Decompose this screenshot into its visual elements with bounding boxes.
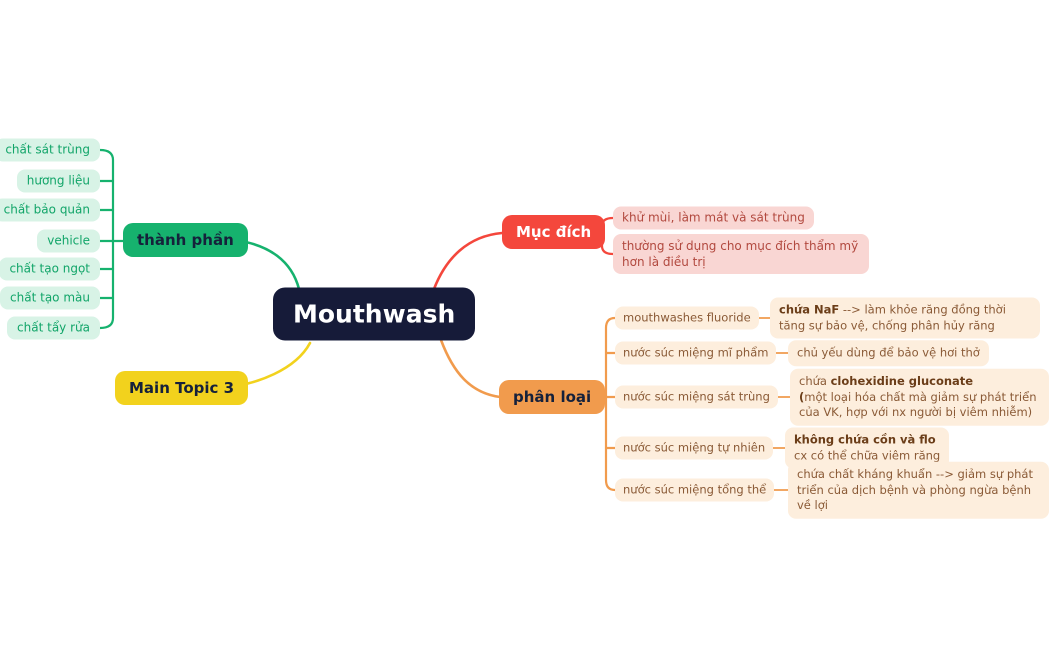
phan-loai-note[interactable]: chủ yếu dùng để bảo vệ hơi thở [788,340,989,366]
phan-loai-note[interactable]: chứa NaF --> làm khỏe răng đồng thời tăn… [770,297,1040,339]
thanh-phan-item[interactable]: chất tạo ngọt [0,257,100,281]
phan-loai-item[interactable]: nước súc miệng sát trùng [615,385,778,409]
phan-loai-item[interactable]: mouthwashes fluoride [615,306,759,330]
phan-loai-note[interactable]: chứa clohexidine gluconate(một loại hóa … [790,368,1049,426]
phan-loai-item[interactable]: nước súc miệng tự nhiên [615,436,774,460]
muc-dich-item[interactable]: thường sử dụng cho mục đích thẩm mỹ hơn … [613,234,869,274]
thanh-phan-item[interactable]: chất sát trùng [0,138,100,162]
thanh-phan-item[interactable]: vehicle [37,229,100,253]
node-main-topic-3[interactable]: Main Topic 3 [115,371,249,405]
thanh-phan-item[interactable]: chất tạo màu [0,286,100,310]
node-mouthwash[interactable]: Mouthwash [273,287,476,341]
phan-loai-note[interactable]: chứa chất kháng khuẩn --> giảm sự phát t… [788,461,1049,519]
node-muc-dich[interactable]: Mục đích [502,215,606,249]
muc-dich-item[interactable]: khử mùi, làm mát và sát trùng [613,206,814,230]
thanh-phan-item[interactable]: chất tẩy rửa [7,316,100,340]
node-phan-loai[interactable]: phân loại [499,380,606,414]
phan-loai-item[interactable]: nước súc miệng tổng thể [615,478,775,502]
thanh-phan-item[interactable]: hương liệu [16,169,100,193]
thanh-phan-item[interactable]: chất bảo quản [0,198,100,222]
phan-loai-item[interactable]: nước súc miệng mĩ phẩm [615,341,777,365]
node-thanh-phan[interactable]: thành phần [123,223,248,257]
